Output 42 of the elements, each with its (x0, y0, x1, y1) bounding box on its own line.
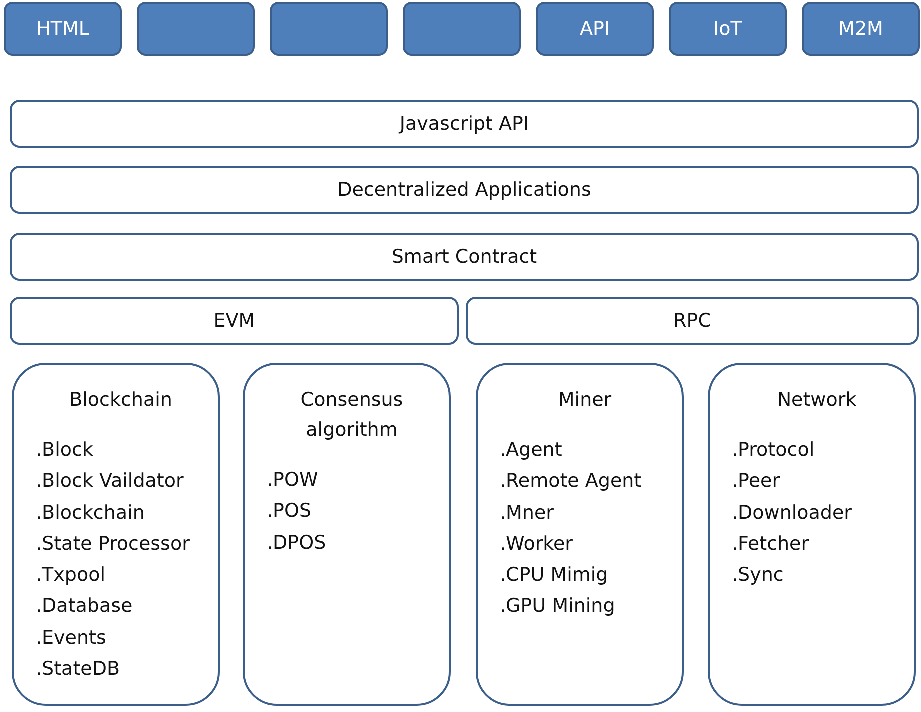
list-item: .Downloader (732, 500, 853, 526)
list-item: .Remote Agent (500, 469, 643, 494)
list-item: .Fetcher (732, 532, 810, 557)
platform-box (270, 2, 388, 56)
list-item: .GPU Mining (500, 594, 616, 620)
list-item: .CPU Mimig (500, 563, 610, 588)
list-item: .Blockchain (36, 500, 146, 526)
card-heading: Blockchain (68, 388, 174, 413)
layer-bar: Javascript API (10, 100, 919, 148)
platform-box (137, 2, 255, 56)
layer-bar: EVM (10, 297, 459, 345)
platform-box: IoT (669, 2, 787, 56)
platform-box: API (536, 2, 654, 56)
list-item: .Protocol (732, 438, 816, 463)
card-heading: Consensus algorithm (300, 388, 404, 443)
list-item: .Mner (500, 500, 555, 526)
card-heading: Network (776, 388, 858, 413)
component-card (476, 363, 684, 706)
component-card (12, 363, 220, 706)
platform-box: HTML (4, 2, 122, 56)
list-item: .Peer (732, 469, 782, 494)
list-item: .Worker (500, 532, 574, 557)
list-item: .Txpool (36, 563, 106, 588)
platform-box (403, 2, 521, 56)
list-item: .Block Vaildator (36, 469, 185, 494)
layer-bar: RPC (466, 297, 919, 345)
component-card (708, 363, 916, 706)
platform-box: M2M (802, 2, 920, 56)
list-item: .DPOS (267, 530, 328, 556)
list-item: .POS (267, 499, 313, 524)
layer-bar: Decentralized Applications (10, 166, 919, 214)
list-item: .Events (36, 626, 108, 651)
list-item: .Database (36, 594, 134, 620)
list-item: .StateDB (36, 657, 121, 682)
card-heading: Miner (557, 388, 613, 413)
component-card (243, 363, 451, 706)
list-item: .Block (36, 438, 94, 463)
layer-bar: Smart Contract (10, 233, 919, 281)
list-item: .POW (267, 468, 320, 493)
list-item: .Sync (732, 563, 785, 588)
list-item: .State Processor (36, 532, 191, 557)
list-item: .Agent (500, 438, 564, 463)
